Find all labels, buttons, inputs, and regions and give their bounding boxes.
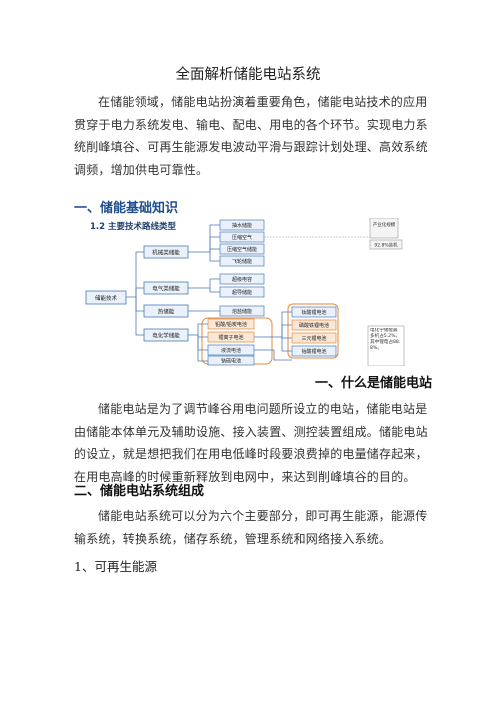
child-label: 铅酸/铅炭电池: [215, 321, 247, 328]
branch-thermal: 热储能: [143, 304, 189, 318]
branch-label: 电化学储能: [152, 332, 180, 340]
child-label: 飞轮储能: [232, 258, 252, 265]
elec-children: 超级电容 超导储能: [219, 273, 265, 298]
flow-connectors: [254, 349, 292, 361]
tech-route-diagram: 1.2 主要技术路线类型 储能技术 机械类储能 电气类储能: [85, 217, 405, 367]
section1-heading: 一、储能基础知识: [74, 201, 179, 216]
child-label: 熔盐储能: [232, 308, 252, 315]
note-mid-box: [369, 239, 403, 250]
mech-connectors: [188, 224, 220, 262]
figure-subtitle: 1.2 主要技术路线类型: [90, 221, 177, 232]
composition-paragraph: 储能电站系统可以分为六个主要部分，即可再生能源，能源传输系统，转换系统，储存系统…: [74, 509, 428, 546]
root-connectors: [126, 251, 144, 336]
note-top-box: [369, 217, 399, 239]
child-label: 压缩空气: [232, 234, 252, 241]
note-right: 电化学储能最多机占5.2%，其中锂电占88.8%。: [370, 328, 401, 351]
branch-electrochemical: 电化学储能: [143, 328, 189, 342]
child-label: 钛酸锂电池: [301, 309, 326, 316]
note-right-box: [367, 325, 405, 367]
branch-label: 热储能: [158, 308, 175, 316]
item1-heading: 1、可再生能源: [74, 559, 157, 574]
section2-heading: 二、储能电站系统组成: [74, 484, 205, 499]
branch-electrical: 电气类储能: [143, 281, 189, 295]
note-mid: 92.8%装机: [374, 242, 398, 249]
root-label: 储能技术: [95, 294, 118, 302]
child-label: 液流电池: [221, 347, 241, 354]
tech-route-figure: 1.2 主要技术路线类型 储能技术 机械类储能 电气类储能: [74, 217, 430, 367]
child-label: 钠硫电池: [221, 358, 241, 365]
page-title: 全面解析储能电站系统: [175, 67, 321, 83]
note-right-wrap: 电化学储能最多机占5.2%，其中锂电占88.8%。: [370, 328, 401, 351]
child-label: 超级电容: [232, 276, 252, 283]
thermal-children: 熔盐储能: [219, 305, 265, 317]
li-highlight: [287, 303, 339, 359]
branch-mechanical: 机械类储能: [143, 245, 189, 259]
note-top: 产业化规模: [373, 221, 396, 228]
child-label: 磷酸铁锂电池: [299, 322, 329, 329]
elec-connectors: [188, 278, 220, 293]
station-paragraph: 储能电站是为了调节峰谷用电问题所设立的电站，储能电站是由储能本体单元及辅助设施、…: [74, 402, 428, 484]
li-connectors: [254, 311, 292, 352]
intro-paragraph: 在储能领域，储能电站扮演着重要角色，储能电站技术的应用贯穿于电力系统发电、输电、…: [74, 95, 428, 177]
child-label: 三元锂电池: [301, 335, 326, 342]
mech-children: 抽水储能 压缩空气 压缩空气储能 飞轮储能: [219, 219, 265, 267]
child-label: 钴酸锂电池: [301, 348, 326, 355]
li-children: 钛酸锂电池 磷酸铁锂电池 三元锂电池 钴酸锂电池: [291, 306, 337, 357]
branch-label: 机械类储能: [152, 249, 180, 257]
section1a-heading: 一、什么是储能电站: [314, 376, 432, 391]
child-label: 抽水储能: [232, 222, 252, 229]
chem-connectors: [188, 323, 208, 362]
chem-children: 铅酸/铅炭电池 锂离子电池 液流电池 钠硫电池: [207, 318, 255, 366]
child-label: 超导储能: [232, 289, 252, 296]
child-label: 锂离子电池: [218, 334, 243, 341]
branch-label: 电气类储能: [152, 285, 180, 293]
child-label: 压缩空气储能: [227, 246, 257, 253]
root-node: [85, 290, 127, 305]
